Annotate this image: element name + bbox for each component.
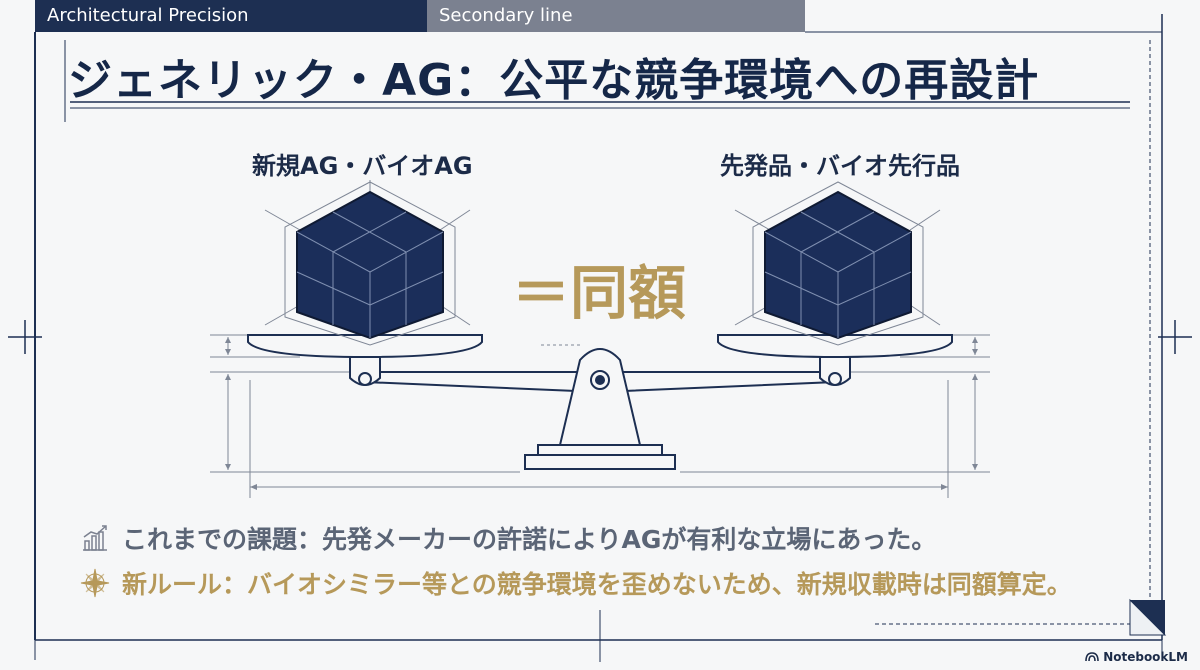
header-tab-secondary: Secondary line: [427, 0, 805, 32]
brand-watermark: NotebookLM: [1085, 650, 1188, 664]
right-cube-icon: [734, 181, 941, 346]
notebooklm-logo-icon: [1085, 652, 1099, 662]
balance-scale: [247, 334, 953, 470]
bullet-text: これまでの課題：先発メーカーの許諾によりAGが有利な立場にあった。: [122, 525, 937, 554]
dimension-lines: [210, 334, 990, 498]
chart-icon: [83, 525, 107, 551]
dimension-arrows: [225, 337, 978, 490]
header-tab-primary: Architectural Precision: [35, 0, 427, 32]
frame-lines: [34, 14, 1163, 662]
brand-text: NotebookLM: [1103, 650, 1188, 664]
bullet-text: 新ルール：バイオシミラー等との競争環境を歪めないため、新規収載時は同額算定。: [122, 570, 1072, 599]
page-corner-icon: [1129, 598, 1167, 636]
equal-price-label: ＝同額: [512, 259, 687, 327]
bullet-new-rule: 新ルール：バイオシミラー等との競争環境を歪めないため、新規収載時は同額算定。: [80, 565, 1072, 601]
left-cube-icon: [264, 180, 471, 346]
left-pan-label: 新規AG・バイオAG: [252, 152, 473, 180]
right-pan-label: 先発品・バイオ先行品: [720, 152, 960, 180]
registration-marks: [8, 320, 1192, 354]
compass-icon: [80, 568, 110, 598]
bullet-previous-issue: これまでの課題：先発メーカーの許諾によりAGが有利な立場にあった。: [80, 520, 936, 556]
page-title: ジェネリック・AG：公平な競争環境への再設計: [68, 55, 1040, 106]
